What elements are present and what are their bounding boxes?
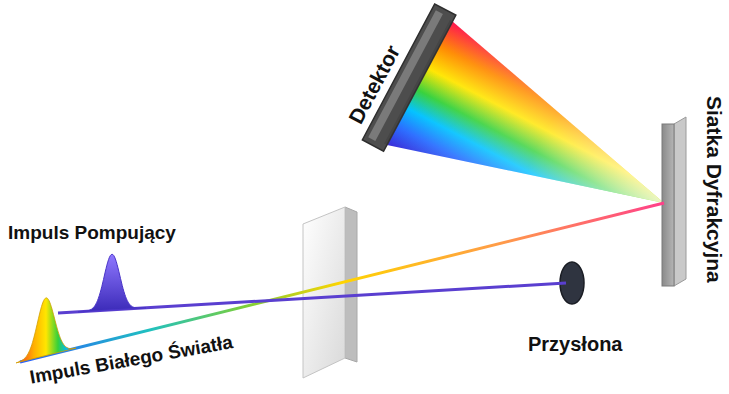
diffraction-grating <box>662 117 686 286</box>
detector-label: Detektor <box>343 41 405 128</box>
white-light-label: Impuls Białego Światła <box>28 331 235 389</box>
pump-pulse-label: Impuls Pompujący <box>8 222 176 245</box>
white-light-pulse <box>16 298 76 363</box>
sample-plate <box>303 207 357 378</box>
grating-label: Siatka Dyfrakcyjna <box>702 96 727 283</box>
aperture-label: Przysłona <box>528 332 622 356</box>
pump-pulse <box>78 254 146 312</box>
